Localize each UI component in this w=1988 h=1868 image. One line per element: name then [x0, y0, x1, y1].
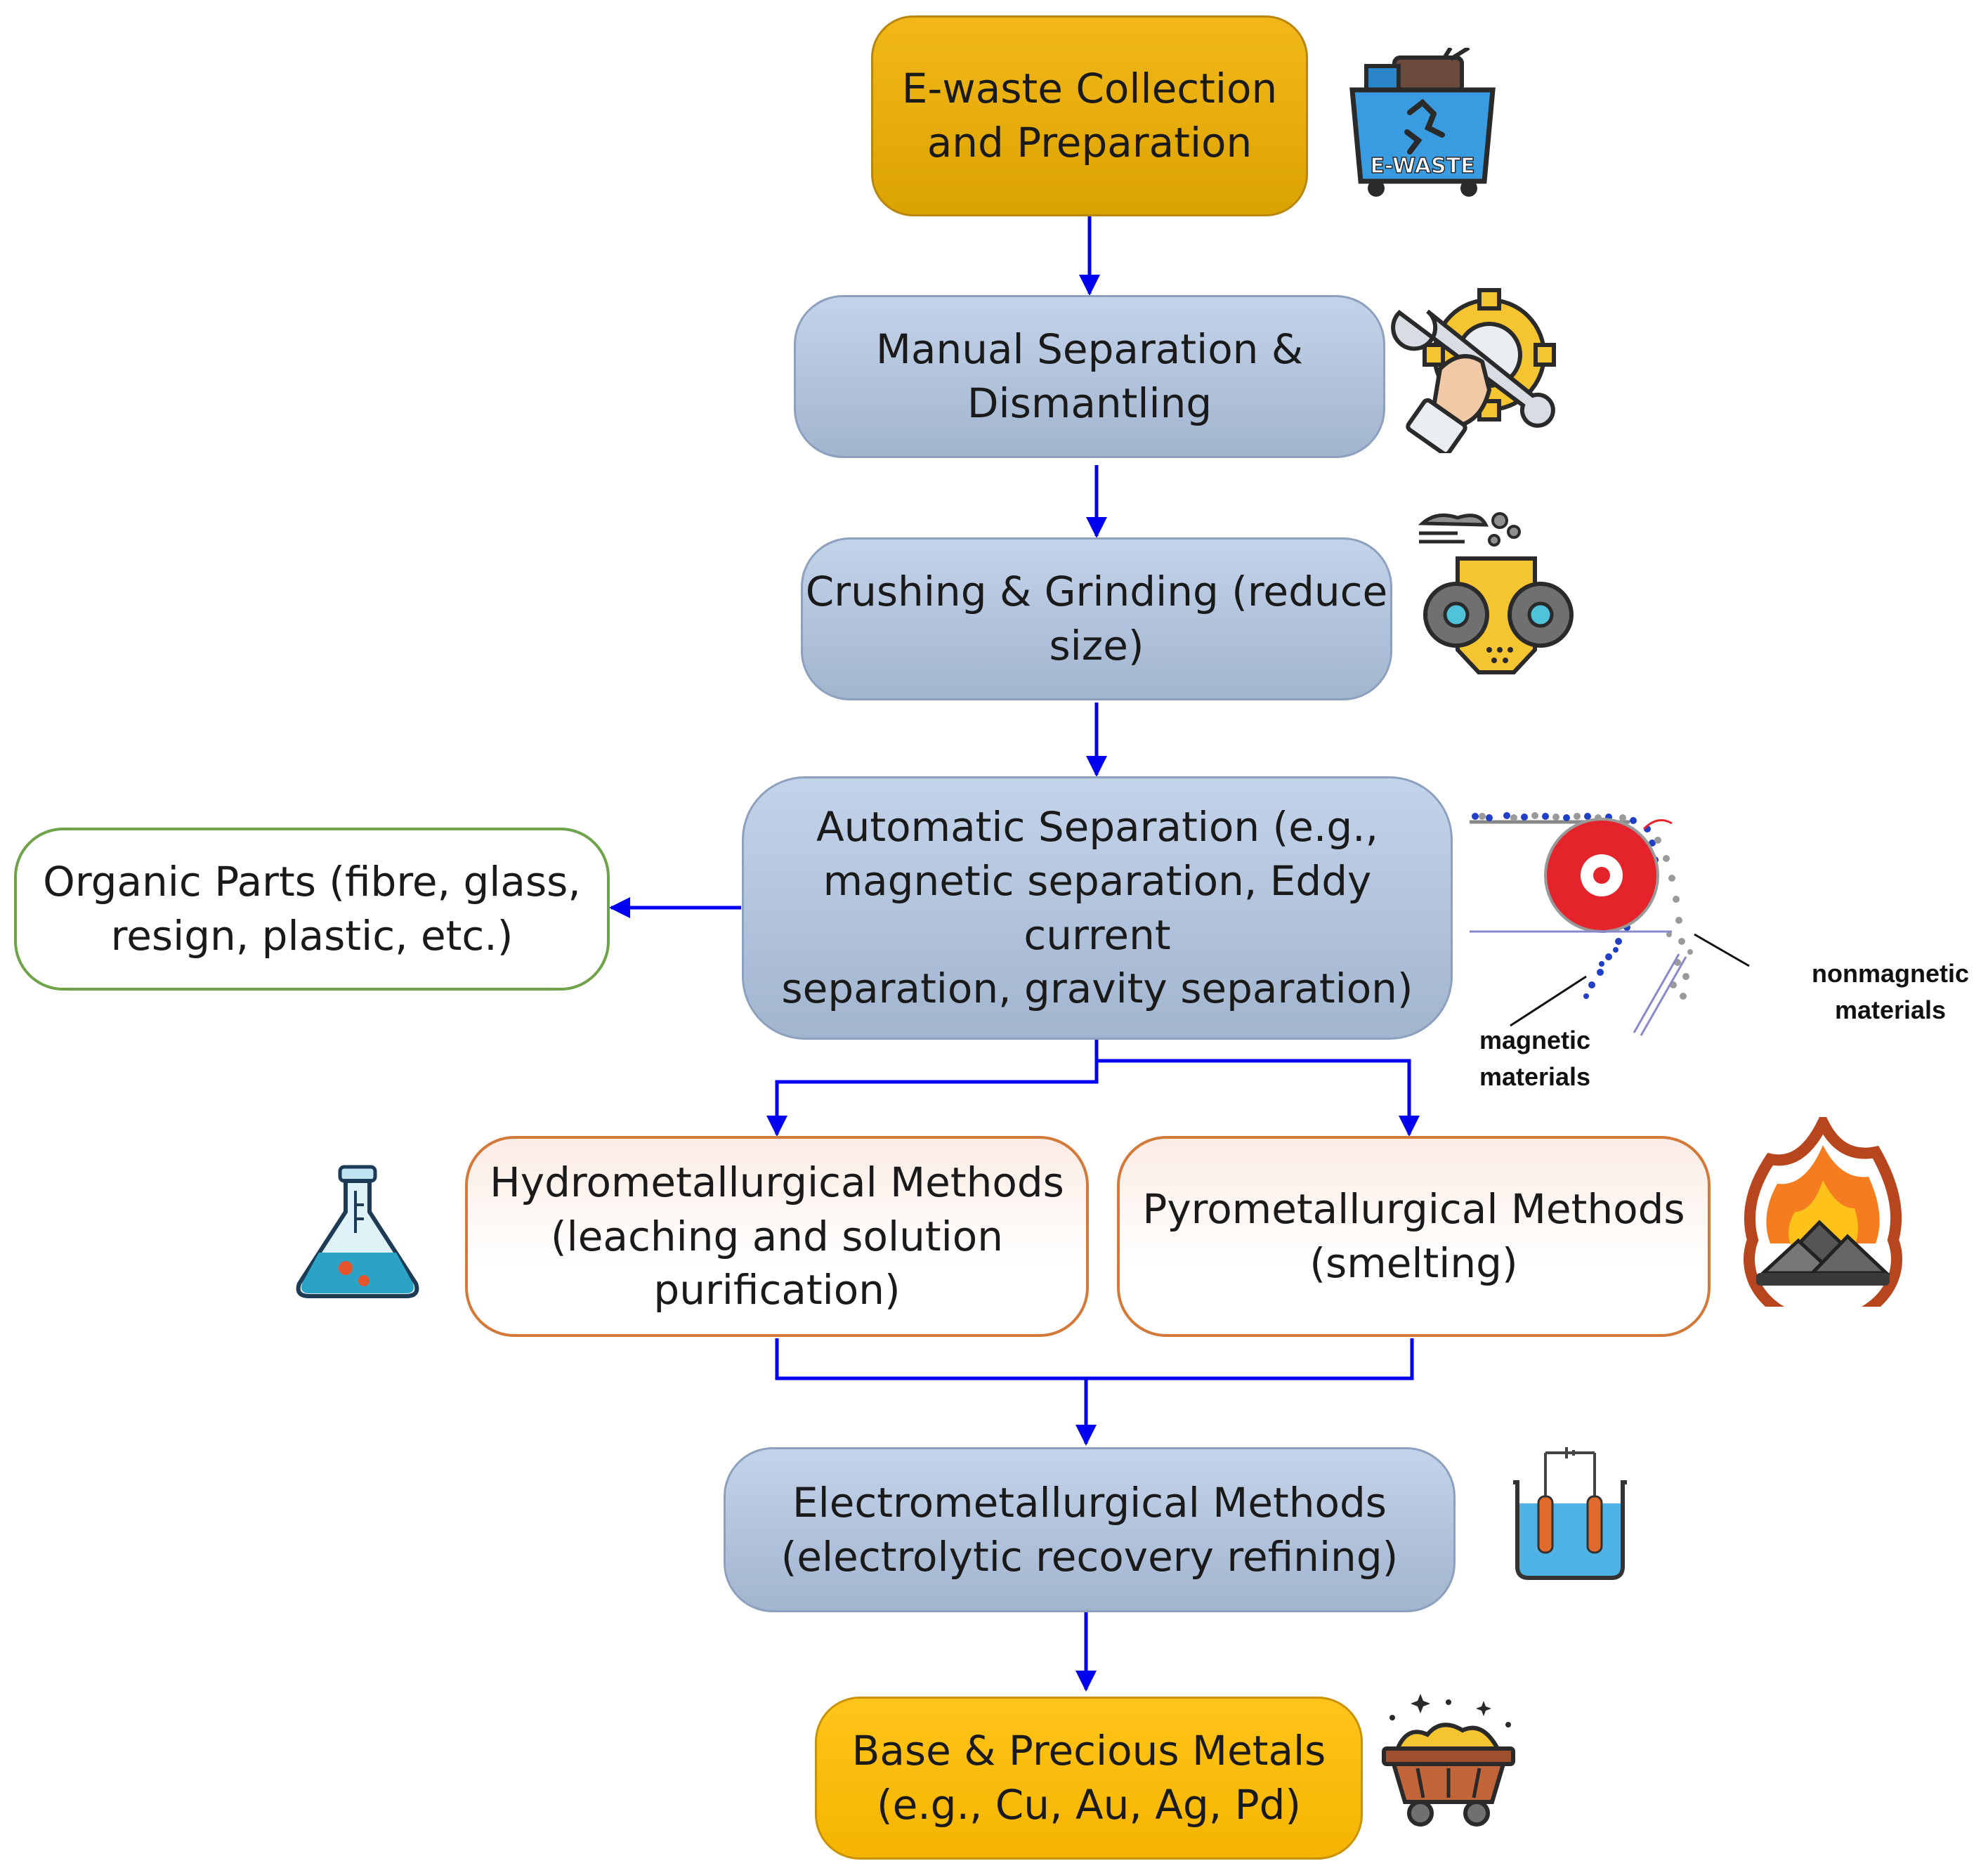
crusher-rollers-icon: [1418, 512, 1574, 674]
node-manual-separation: Manual Separation & Dismantling: [794, 295, 1385, 458]
node-hydrometallurgical: Hydrometallurgical Methods (leaching and…: [465, 1136, 1089, 1337]
node-organic-parts: Organic Parts (fibre, glass, resign, pla…: [14, 828, 610, 991]
label-nonmagnetic-materials: nonmagnetic materials: [1811, 959, 1969, 1025]
node-electrometallurgical: Electrometallurgical Methods (electrolyt…: [724, 1447, 1456, 1612]
gold-mine-cart-icon: [1382, 1694, 1515, 1827]
connector-hydro-pyro-join: [775, 1338, 1414, 1380]
node-pyrometallurgical: Pyrometallurgical Methods (smelting): [1117, 1136, 1711, 1337]
ewaste-bin-icon: E-WASTE: [1349, 48, 1496, 197]
node-base-precious-metals: Base & Precious Metals (e.g., Cu, Au, Ag…: [815, 1697, 1363, 1860]
magnetic-separator-illustration: [1470, 812, 1750, 1036]
furnace-fire-icon: [1744, 1117, 1902, 1307]
node-automatic-separation: Automatic Separation (e.g., magnetic sep…: [742, 776, 1453, 1040]
svg-text:E-WASTE: E-WASTE: [1370, 154, 1474, 178]
electrolysis-cell-icon: [1513, 1447, 1627, 1580]
label-magnetic-materials: magnetic materials: [1479, 1026, 1591, 1092]
arrow-automatic-to-hydro: [766, 1040, 1099, 1137]
hand-wrench-gear-icon: [1391, 288, 1556, 453]
chemistry-flask-icon: [296, 1165, 419, 1298]
arrow-automatic-to-pyro: [1097, 1059, 1420, 1137]
node-crushing-grinding: Crushing & Grinding (reduce size): [801, 537, 1392, 700]
node-ewaste-collection: E-waste Collection and Preparation: [871, 15, 1308, 216]
